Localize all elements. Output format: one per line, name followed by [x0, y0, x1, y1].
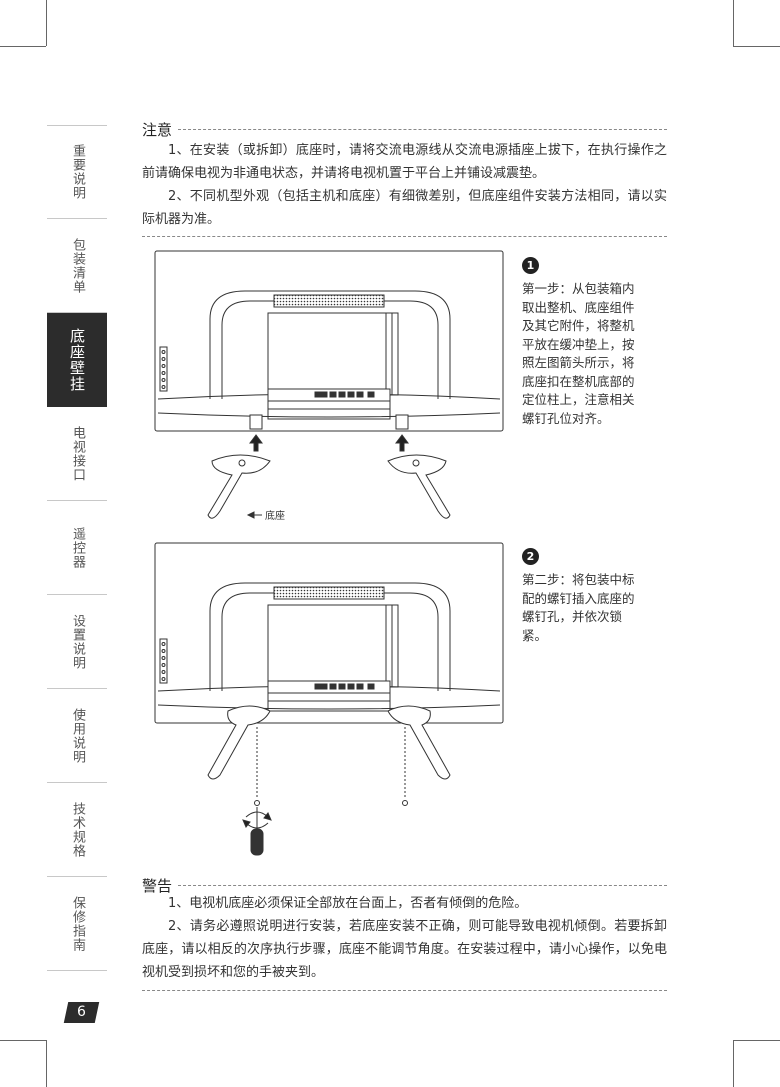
notice-paragraph: 2、不同机型外观（包括主机和底座）有细微差别，但底座组件安装方法相同，请以实际机… [142, 189, 667, 227]
tab-label: 保修指南 [70, 895, 85, 952]
notice-body: 1、在安装（或拆卸）底座时，请将交流电源线从交流电源插座上拔下，在执行操作之前请… [142, 139, 667, 231]
step-number-badge: 2 [522, 548, 539, 565]
step-1: 1 第一步：从包装箱内取出整机、底座组件及其它附件，将整机平放在缓冲垫上，按照左… [522, 257, 642, 428]
warning-body: 1、电视机底座必须保证全部放在台面上，否者有倾倒的危险。 2、请务必遵照说明进行… [142, 892, 667, 984]
step-2: 2 第二步：将包装中标配的螺钉插入底座的螺钉孔，并依次锁紧。 [522, 548, 642, 645]
warning-paragraph: 1、电视机底座必须保证全部放在台面上，否者有倾倒的危险。 [168, 896, 528, 911]
crop-mark-tl [46, 0, 47, 46]
tab-label: 重要说明 [70, 144, 85, 200]
tab-label: 电视接口 [70, 425, 85, 482]
stand-label: 底座 [265, 509, 285, 522]
crop-mark-br [733, 1040, 734, 1087]
tab-label: 底座壁挂 [68, 327, 86, 392]
page-number: 6 [63, 1002, 100, 1023]
tv-screw-fasten-figure [154, 542, 504, 856]
page-number-text: 6 [77, 1004, 86, 1020]
crop-mark-tl [0, 46, 46, 47]
divider [178, 885, 667, 886]
tab-package-list[interactable]: 包装清单 [47, 219, 107, 313]
tab-label: 使用说明 [70, 707, 85, 764]
divider [142, 990, 667, 991]
crop-mark-tr [733, 46, 780, 47]
tab-label: 设置说明 [70, 613, 85, 670]
tab-stand-wallmount[interactable]: 底座壁挂 [47, 313, 107, 407]
divider [178, 129, 667, 130]
tv-stand-attach-figure: 底座 [154, 250, 504, 522]
tab-warranty[interactable]: 保修指南 [47, 877, 107, 971]
tab-tv-ports[interactable]: 电视接口 [47, 407, 107, 501]
tab-important[interactable]: 重要说明 [47, 125, 107, 219]
tab-specs[interactable]: 技术规格 [47, 783, 107, 877]
step-text: 第一步：从包装箱内取出整机、底座组件及其它附件，将整机平放在缓冲垫上，按照左图箭… [522, 281, 635, 426]
warning-title: 警告 [142, 877, 173, 895]
tab-label: 包装清单 [70, 237, 85, 294]
crop-mark-br [733, 1040, 780, 1041]
warning-paragraph: 2、请务必遵照说明进行安装，若底座安装不正确，则可能导致电视机倾倒。若要拆卸底座… [142, 919, 667, 980]
tab-settings[interactable]: 设置说明 [47, 595, 107, 689]
notice-heading: 注意 [142, 119, 667, 140]
tab-remote[interactable]: 遥控器 [47, 501, 107, 595]
tab-label: 技术规格 [70, 801, 85, 858]
crop-mark-bl [46, 1040, 47, 1087]
tab-usage[interactable]: 使用说明 [47, 689, 107, 783]
step-number-badge: 1 [522, 257, 539, 274]
divider [142, 236, 667, 237]
crop-mark-bl [0, 1040, 46, 1041]
step-text: 第二步：将包装中标配的螺钉插入底座的螺钉孔，并依次锁紧。 [522, 572, 635, 643]
tab-label: 遥控器 [70, 526, 85, 569]
notice-title: 注意 [142, 121, 173, 139]
crop-mark-tr [733, 0, 734, 46]
warning-heading: 警告 [142, 875, 667, 896]
section-sidebar: 重要说明 包装清单 底座壁挂 电视接口 遥控器 设置说明 使用说明 技术规格 保… [47, 125, 107, 971]
notice-paragraph: 1、在安装（或拆卸）底座时，请将交流电源线从交流电源插座上拔下，在执行操作之前请… [142, 143, 667, 181]
